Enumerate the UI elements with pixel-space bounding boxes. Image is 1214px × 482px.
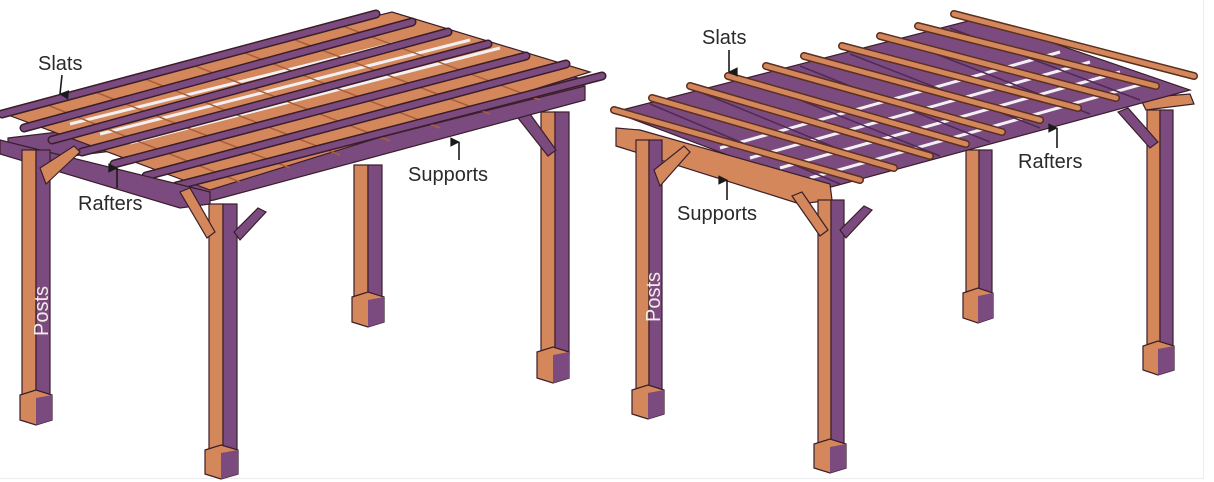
pergola-left: Slats Rafters Supports Posts xyxy=(0,9,607,480)
label-posts: Posts xyxy=(31,286,53,336)
label-rafters: Rafters xyxy=(1018,151,1082,173)
label-slats: Slats xyxy=(702,27,746,49)
post-front-middle xyxy=(791,191,873,474)
label-rafters: Rafters xyxy=(78,193,142,215)
label-supports: Supports xyxy=(677,203,757,225)
label-slats: Slats xyxy=(38,53,82,75)
post-back-left xyxy=(351,164,385,328)
post-back-right xyxy=(1116,93,1195,376)
label-posts: Posts xyxy=(643,272,665,322)
post-front-left xyxy=(631,139,691,420)
label-supports: Supports xyxy=(408,164,488,186)
post-back-left xyxy=(962,149,994,324)
post-front-left xyxy=(19,145,81,426)
post-back-right xyxy=(516,111,570,384)
post-front-middle xyxy=(179,187,267,480)
pergola-right: Slats Rafters Supports Posts xyxy=(610,10,1198,474)
